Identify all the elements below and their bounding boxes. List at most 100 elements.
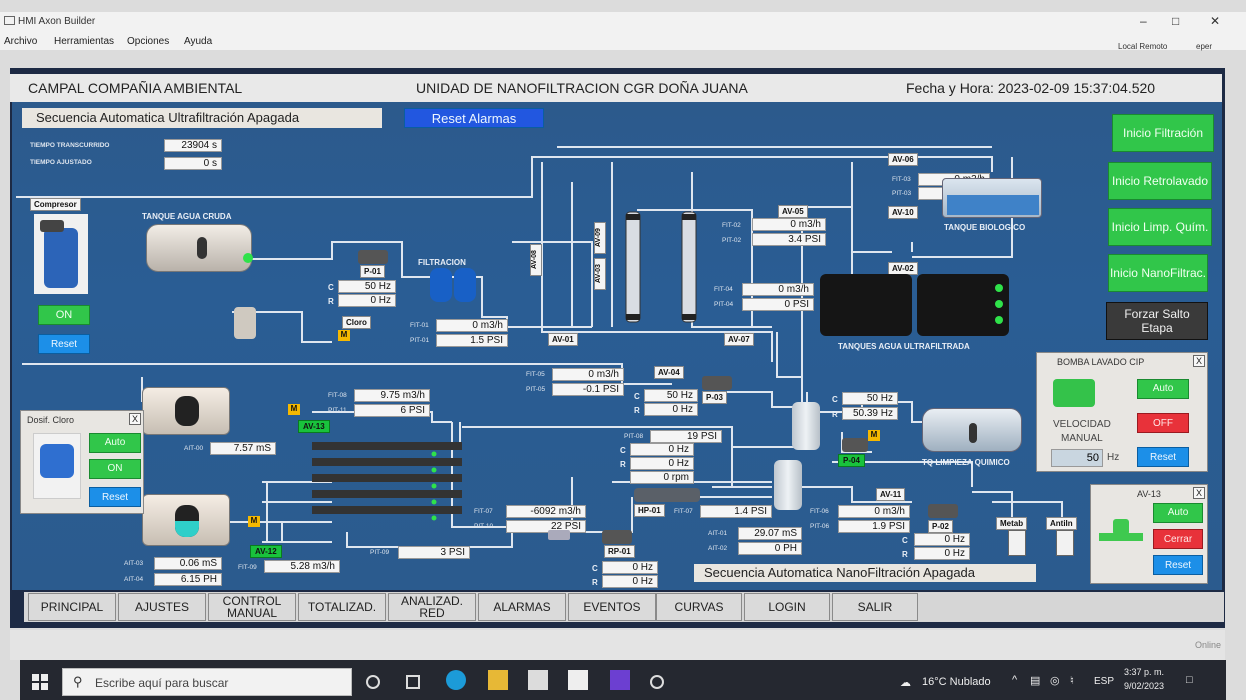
av13-panel-title: AV-13: [1137, 489, 1161, 499]
menu-opciones[interactable]: Opciones: [127, 36, 170, 47]
network-icon[interactable]: ▤: [1030, 675, 1041, 687]
metab-doser-icon[interactable]: [1008, 530, 1026, 556]
chlorine-dosing-close-button[interactable]: X: [129, 413, 141, 425]
chlorine-dosing-panel: Dosif. Cloro X Auto ON Reset: [20, 410, 144, 514]
av13-auto-button[interactable]: Auto: [1153, 503, 1203, 523]
pump-hp01-icon[interactable]: [634, 488, 700, 502]
weather-icon: ☁: [900, 677, 911, 689]
cip-auto-button[interactable]: Auto: [1137, 379, 1189, 399]
taskbar-search[interactable]: ⚲ Escribe aquí para buscar: [62, 668, 352, 696]
settings-gear-icon[interactable]: [650, 675, 664, 689]
nav-salir[interactable]: SALIR: [832, 593, 918, 621]
valve-av01-tag[interactable]: AV-01: [548, 333, 578, 346]
nav-analizad-red[interactable]: ANALIZAD. RED: [388, 593, 476, 621]
valve-av05-tag[interactable]: AV-05: [778, 205, 808, 218]
compressor-on-button[interactable]: ON: [38, 305, 90, 325]
globe-icon[interactable]: ◎: [1050, 675, 1060, 687]
valve-av04-tag[interactable]: AV-04: [654, 366, 684, 379]
search-icon: ⚲: [73, 674, 83, 689]
menu-herramientas[interactable]: Herramientas: [54, 36, 115, 47]
task-view-icon[interactable]: [406, 675, 420, 689]
valve-av11-tag[interactable]: AV-11: [876, 488, 906, 501]
pit10-label: PIT-10: [474, 523, 494, 530]
weather-text[interactable]: 16°C Nublado: [922, 676, 991, 688]
pump-p04-icon[interactable]: [842, 438, 868, 452]
biological-tank: [942, 178, 1042, 218]
hp01-c-value: 0 Hz: [630, 443, 694, 456]
filtration-label: FILTRACION: [418, 258, 466, 267]
menu-bar: Archivo Herramientas Opciones Ayuda Loca…: [0, 32, 1246, 51]
av13-close-button[interactable]: X: [1193, 487, 1205, 499]
elapsed-time-label: TIEMPO TRANSCURRIDO: [30, 142, 110, 149]
close-icon[interactable]: ✕: [1210, 14, 1221, 28]
antiin-doser-icon[interactable]: [1056, 530, 1074, 556]
filter-2: [454, 268, 476, 302]
av13-close-valve-button[interactable]: Cerrar: [1153, 529, 1203, 549]
nav-ajustes[interactable]: AJUSTES: [118, 593, 206, 621]
clock-time[interactable]: 3:37 p. m.: [1124, 667, 1165, 677]
nav-totalizad[interactable]: TOTALIZAD.: [298, 593, 386, 621]
minimize-icon[interactable]: –: [1140, 14, 1147, 28]
cip-filter-vessel: [792, 402, 820, 450]
nav-control-manual[interactable]: CONTROL MANUAL: [208, 593, 296, 621]
valve-av06-tag[interactable]: AV-06: [888, 153, 918, 166]
start-backwash-button[interactable]: Inicio Retrolavado: [1108, 162, 1212, 200]
force-step-button[interactable]: Forzar Salto Etapa: [1106, 302, 1208, 340]
cortana-icon[interactable]: [366, 675, 380, 689]
maximize-icon[interactable]: □: [1172, 14, 1180, 28]
valve-av13-tag[interactable]: AV-13: [298, 420, 330, 433]
metab-label: Metab: [996, 517, 1028, 530]
pit08-label: PIT-08: [624, 433, 644, 440]
cip-off-button[interactable]: OFF: [1137, 413, 1189, 433]
pit06-label: PIT-06: [810, 523, 830, 530]
av13-panel: AV-13 X Auto Cerrar Reset: [1090, 484, 1208, 584]
av13-reset-button[interactable]: Reset: [1153, 555, 1203, 575]
clock-date[interactable]: 9/02/2023: [1124, 681, 1165, 691]
language-indicator[interactable]: ESP: [1094, 676, 1115, 687]
nav-alarmas[interactable]: ALARMAS: [478, 593, 566, 621]
compressor-reset-button[interactable]: Reset: [38, 334, 90, 354]
reset-alarms-button[interactable]: Reset Alarmas: [404, 108, 544, 128]
valve-av12-tag[interactable]: AV-12: [250, 545, 282, 558]
valve-av08-tag[interactable]: AV-08: [530, 244, 542, 276]
fit04-label: FIT-04: [714, 286, 733, 293]
hmi-app-icon[interactable]: [610, 670, 630, 690]
store-icon[interactable]: [528, 670, 548, 690]
cip-reset-button[interactable]: Reset: [1137, 447, 1189, 467]
mail-icon[interactable]: [568, 670, 588, 690]
cip-close-button[interactable]: X: [1193, 355, 1205, 367]
nav-login[interactable]: LOGIN: [744, 593, 830, 621]
valve-av10-tag[interactable]: AV-10: [888, 206, 918, 219]
manual-speed-input[interactable]: [1051, 449, 1103, 467]
start-chemical-clean-button[interactable]: Inicio Limp. Quím.: [1108, 208, 1212, 246]
pump-p02-icon[interactable]: [928, 504, 958, 518]
edge-icon[interactable]: [446, 670, 466, 690]
tray-chevron-up-icon[interactable]: ^: [1012, 674, 1018, 686]
hmi-header: CAMPAL COMPAÑIA AMBIENTAL UNIDAD DE NANO…: [10, 74, 1222, 102]
datetime: Fecha y Hora: 2023-02-09 15:37:04.520: [906, 80, 1156, 96]
notifications-icon[interactable]: □: [1186, 674, 1193, 686]
nav-principal[interactable]: PRINCIPAL: [28, 593, 116, 621]
volume-icon[interactable]: ♮: [1070, 675, 1074, 687]
valve-av03-tag[interactable]: AV-03: [594, 258, 606, 290]
menu-archivo[interactable]: Archivo: [4, 36, 38, 47]
chlorine-on-button[interactable]: ON: [89, 459, 141, 479]
menu-ayuda[interactable]: Ayuda: [184, 36, 213, 47]
start-nanofiltration-button[interactable]: Inicio NanoFiltrac.: [1108, 254, 1208, 292]
fit05-label: FIT-05: [526, 371, 545, 378]
valve-av09-tag[interactable]: AV-09: [594, 222, 606, 254]
nav-eventos[interactable]: EVENTOS: [568, 593, 656, 621]
nav-curvas[interactable]: CURVAS: [656, 593, 742, 621]
uf-sequence-status: Secuencia Automatica Ultrafiltración Apa…: [22, 108, 382, 128]
chlorine-auto-button[interactable]: Auto: [89, 433, 141, 453]
pump-p01-icon[interactable]: [358, 250, 388, 264]
chlorine-reset-button[interactable]: Reset: [89, 487, 141, 507]
start-filtration-button[interactable]: Inicio Filtración: [1112, 114, 1214, 152]
file-explorer-icon[interactable]: [488, 670, 508, 690]
pump-p03-icon[interactable]: [702, 376, 732, 390]
user-label: eper: [1196, 42, 1213, 51]
windows-start-icon[interactable]: [32, 674, 48, 690]
valve-av07-tag[interactable]: AV-07: [724, 333, 754, 346]
pump-rp01-icon[interactable]: [602, 530, 632, 544]
av12-m-tag: M: [248, 516, 260, 527]
